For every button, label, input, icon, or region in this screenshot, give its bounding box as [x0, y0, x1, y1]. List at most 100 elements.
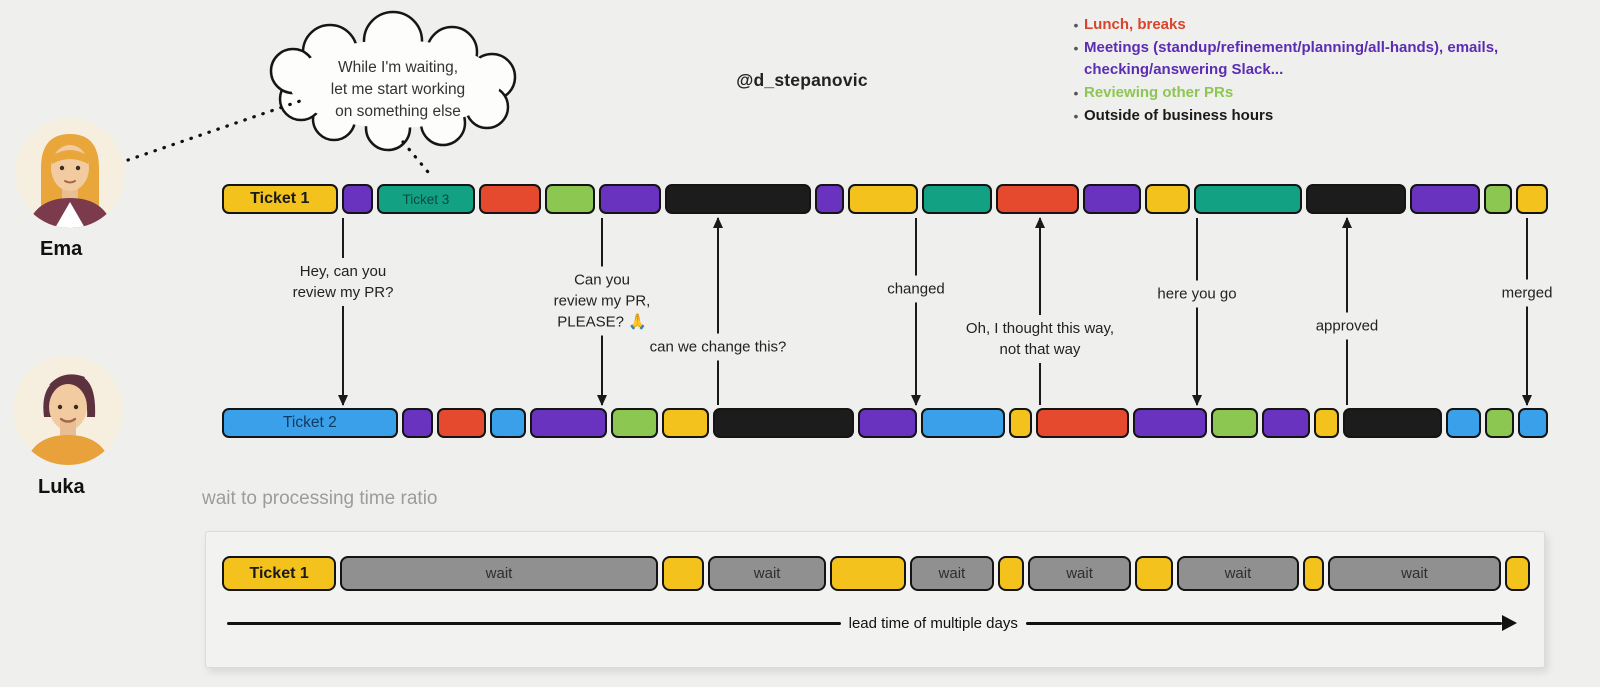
timeline-block-ticket-1: Ticket 1 [222, 556, 337, 591]
timeline-block-wait: wait [340, 556, 658, 591]
arrow-line [1346, 218, 1348, 405]
annotation-label-line: can we change this? [649, 338, 787, 356]
block-label: wait [1401, 565, 1428, 582]
annotation-label-line: changed [887, 280, 945, 298]
timeline-block-green [1483, 184, 1512, 214]
wait-ratio-panel [205, 531, 1545, 668]
legend-item: • Outside of business hours [1068, 105, 1538, 127]
block-label: Ticket 2 [283, 414, 337, 431]
timeline-block-teal [1193, 184, 1302, 214]
lead-time-line-right [1025, 621, 1502, 625]
timeline-block-red [995, 184, 1079, 214]
lead-time-arrowhead-icon [1502, 615, 1517, 631]
annotation-label-line: review my PR? [292, 284, 394, 301]
timeline-block-purple [529, 408, 608, 438]
annotation-arrow-down: merged [1495, 218, 1559, 406]
annotation-label-line: here you go [1157, 285, 1237, 303]
annotation-label: here you go [1151, 280, 1243, 308]
block-label: wait [938, 565, 966, 582]
block-label: Ticket 3 [402, 191, 450, 207]
timeline-block-purple [598, 184, 661, 214]
thought-cloud [126, 10, 517, 180]
timeline-block-teal [921, 184, 992, 214]
annotation-arrow-up: can we change this? [643, 217, 793, 405]
legend: • Lunch, breaks • Meetings (standup/refinem… [1068, 14, 1538, 128]
timeline-block-purple [1082, 184, 1141, 214]
arrow-head-down-icon [597, 395, 607, 406]
legend-label: Reviewing other PRs [1084, 84, 1234, 101]
timeline-block-black [665, 184, 811, 214]
annotation-label: changed [881, 275, 951, 303]
block-label: wait [1224, 565, 1252, 582]
arrow-head-down-icon [1192, 395, 1202, 406]
timeline-block-red [478, 184, 542, 214]
legend-bullet-icon: • [1073, 17, 1079, 33]
annotation-arrow-down: changed [881, 218, 951, 406]
annotation-label: approved [1309, 312, 1385, 340]
timeline-block-purple [401, 408, 434, 438]
timeline-block-purple [1133, 408, 1208, 438]
arrow-head-down-icon [338, 395, 348, 406]
annotation-label: merged [1495, 279, 1559, 307]
timeline-block-red [1035, 408, 1130, 438]
timeline-block-blue [1445, 408, 1482, 438]
timeline-block-blue [921, 408, 1005, 438]
annotation-label-line: Hey, can you [299, 263, 387, 280]
arrow-line [342, 218, 344, 405]
arrow-head-down-icon [1522, 395, 1532, 406]
lead-time-arrow: lead time of multiple days [227, 614, 1517, 632]
timeline-block-black [1305, 184, 1406, 214]
timeline-block-yellow [830, 556, 907, 591]
timeline-block-green [1211, 408, 1259, 438]
timeline-block-wait: wait [910, 556, 994, 591]
annotation-label: Oh, I thought this way, not that way [959, 315, 1121, 363]
annotation-label-line: approved [1315, 317, 1379, 335]
timeline-block-purple [814, 184, 844, 214]
timeline-block-yellow [1515, 184, 1548, 214]
timeline-block-blue [1517, 408, 1549, 438]
annotation-arrow-up: Oh, I thought this way, not that way [959, 217, 1121, 405]
arrow-line [1196, 218, 1198, 405]
thought-tail-to-timeline [401, 140, 435, 180]
legend-bullet-icon: • [1073, 85, 1079, 101]
timeline-block-black [1342, 408, 1442, 438]
timeline-block-yellow [847, 184, 918, 214]
legend-item: • Reviewing other PRs [1068, 82, 1538, 104]
timeline-block-blue [490, 408, 526, 438]
timeline-block-yellow [1144, 184, 1190, 214]
timeline-block-purple [1262, 408, 1310, 438]
timeline-block-yellow [661, 556, 705, 591]
arrow-line [1526, 218, 1528, 405]
legend-bullet-icon: • [1073, 108, 1079, 124]
timeline-block-wait: wait [1027, 556, 1132, 591]
timeline-block-yellow [1302, 556, 1325, 591]
timeline-block-green [1485, 408, 1514, 438]
timeline-block-yellow [1504, 556, 1530, 591]
legend-label: Meetings (standup/refinement/planning/al… [1084, 39, 1499, 78]
timeline-block-purple [1409, 184, 1480, 214]
block-label: wait [753, 565, 781, 582]
annotation-label-line: Oh, I thought this way, [965, 320, 1115, 337]
arrow-line [1039, 218, 1041, 405]
timeline-block-wait: wait [708, 556, 827, 591]
legend-label: Outside of business hours [1084, 107, 1274, 124]
timeline-block-yellow [1135, 556, 1173, 591]
annotation-arrow-up: approved [1309, 217, 1385, 405]
arrow-line [915, 218, 917, 405]
timeline-block-green [611, 408, 658, 438]
annotation-label: Hey, can you review my PR? [286, 258, 400, 306]
legend-item: • Lunch, breaks [1068, 14, 1538, 36]
annotation-label-line: review my PR, [553, 292, 651, 310]
legend-label: Lunch, breaks [1084, 16, 1186, 33]
arrow-head-down-icon [911, 395, 921, 406]
annotation-label-line: not that way [999, 341, 1081, 358]
annotation-label-line: PLEASE? 🙏 [557, 313, 647, 331]
timeline-block-yellow [1313, 408, 1339, 438]
lead-time-label: lead time of multiple days [848, 614, 1018, 632]
annotation-label-line: merged [1501, 284, 1553, 302]
thought-tail-to-ema [126, 98, 305, 162]
person-name-ema: Ema [40, 238, 83, 260]
